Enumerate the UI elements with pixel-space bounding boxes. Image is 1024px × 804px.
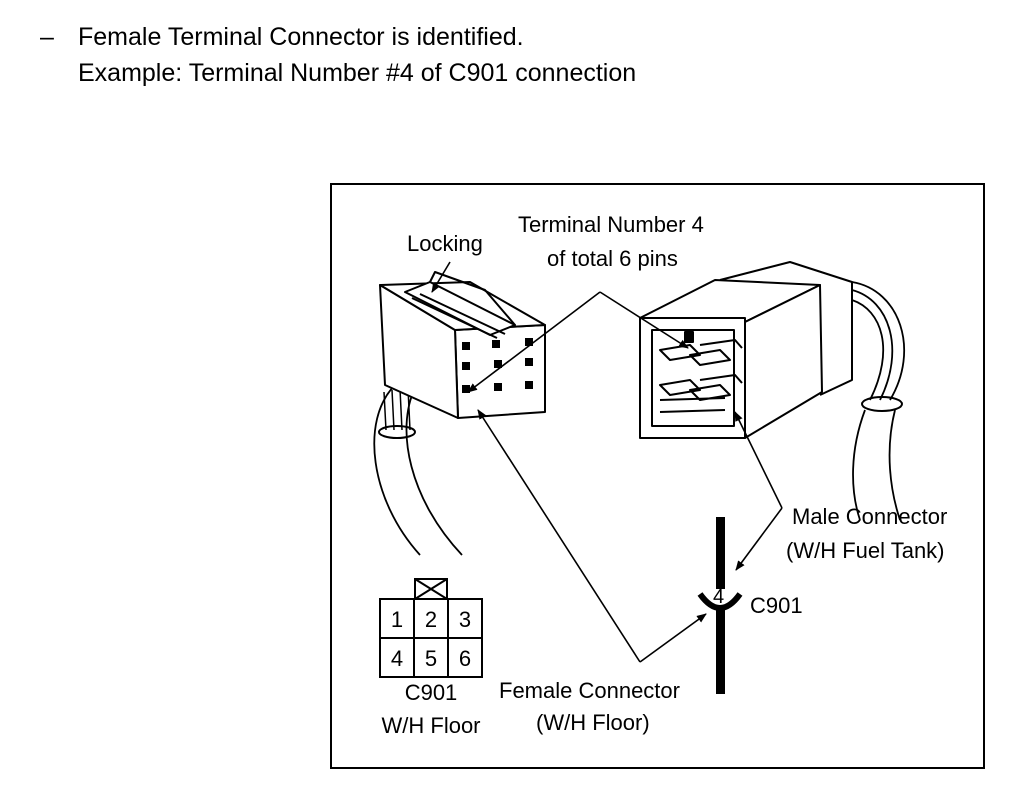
label-male-harness: (W/H Fuel Tank) <box>786 538 945 563</box>
label-connector-id: C901 <box>750 593 803 618</box>
pin-4: 4 <box>391 646 403 671</box>
label-male-connector: Male Connector <box>792 504 947 529</box>
instruction-line-1: Female Terminal Connector is identified. <box>78 23 524 51</box>
male-connector-illustration <box>639 261 905 521</box>
label-female-harness: (W/H Floor) <box>536 710 650 735</box>
label-locking: Locking <box>407 231 483 256</box>
connector-schematic-symbol <box>697 517 743 694</box>
female-connector-illustration <box>373 271 546 556</box>
leader-lines <box>431 261 783 663</box>
pin-chart-name: C901 <box>405 680 458 705</box>
pin-6: 6 <box>459 646 471 671</box>
label-total-pins: of total 6 pins <box>547 246 678 271</box>
bullet-dash: – <box>40 23 54 51</box>
label-pin-number: 4 <box>713 586 724 608</box>
pin-3: 3 <box>459 607 471 632</box>
label-terminal-number: Terminal Number 4 <box>518 212 704 237</box>
label-female-connector: Female Connector <box>499 678 680 703</box>
pin-2: 2 <box>425 607 437 632</box>
diagram-frame <box>330 183 985 769</box>
pin-5: 5 <box>425 646 437 671</box>
instruction-line-2: Example: Terminal Number #4 of C901 conn… <box>78 59 637 87</box>
pin-chart <box>379 578 483 678</box>
pin-chart-harness: W/H Floor <box>382 713 481 738</box>
pin-1: 1 <box>391 607 403 632</box>
